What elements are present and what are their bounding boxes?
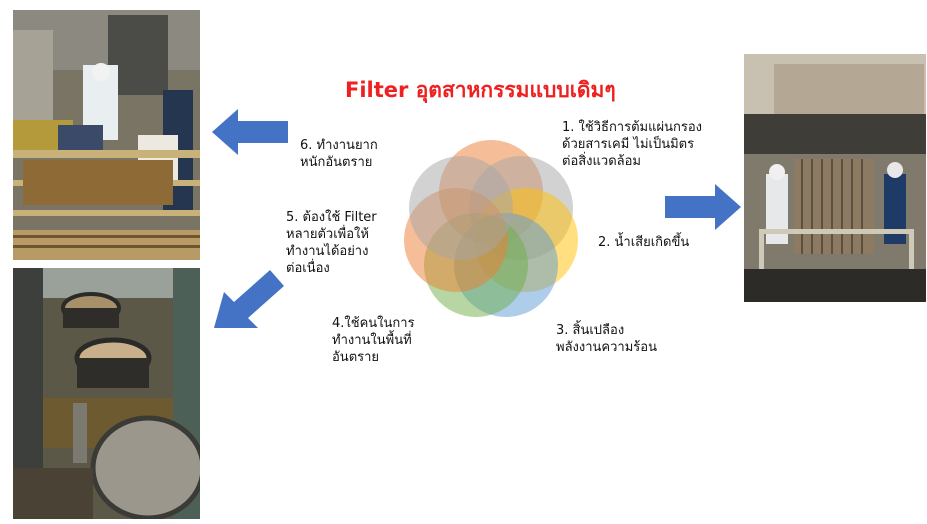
photo-plate-cleaning-right xyxy=(744,54,926,302)
item-1-label: 1. ใช้วิธีการต้มแผ่นกรอง ด้วยสารเคมี ไม่… xyxy=(562,120,702,169)
item-3-label: 3. สิ้นเปลือง พลังงานความร้อน xyxy=(556,323,657,355)
overlapping-circles-graphic xyxy=(404,140,578,317)
item-6-label: 6. ทำงานยาก หนักอันตราย xyxy=(300,138,378,170)
item-5-label: 5. ต้องใช้ Filter หลายตัวเพื่อให้ ทำงานไ… xyxy=(286,210,377,276)
circle-gray-top-left xyxy=(409,156,513,260)
photo-filter-press-top-left xyxy=(13,10,200,260)
arrow-right-icon xyxy=(665,184,741,230)
page-title: Filter อุตสาหกรรมแบบเดิมๆ xyxy=(345,78,616,102)
arrow-down-left-icon xyxy=(214,270,284,328)
photo-filter-tanks-bottom-left xyxy=(13,268,200,519)
arrow-left-icon xyxy=(212,109,288,155)
item-2-label: 2. น้ำเสียเกิดขึ้น xyxy=(598,235,690,250)
item-4-label: 4.ใช้คนในการ ทำงานในพื้นที่ อันตราย xyxy=(332,316,415,365)
